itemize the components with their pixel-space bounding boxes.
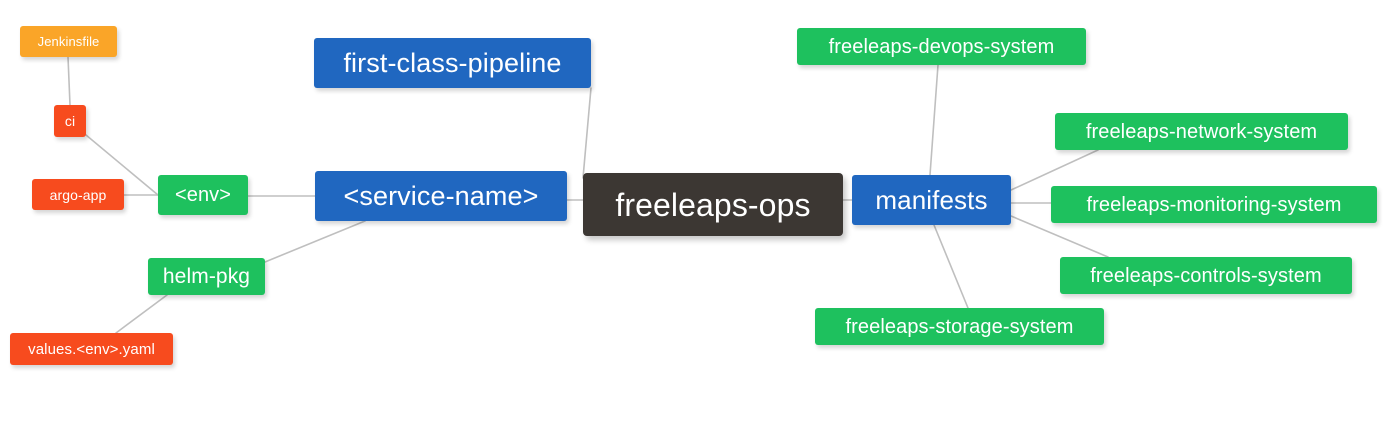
mindmap-node-helm-pkg[interactable]: helm-pkg xyxy=(148,258,265,295)
mindmap-node-jenkinsfile[interactable]: Jenkinsfile xyxy=(20,26,117,57)
edge-manifests-to-network-system xyxy=(1010,149,1099,191)
mindmap-node-network-system[interactable]: freeleaps-network-system xyxy=(1055,113,1348,150)
mindmap-node-service-name[interactable]: <service-name> xyxy=(315,171,567,221)
edge-helm-pkg-to-values-yaml xyxy=(115,294,168,334)
mindmap-node-devops-system[interactable]: freeleaps-devops-system xyxy=(797,28,1086,65)
mindmap-node-first-class-pipeline[interactable]: first-class-pipeline xyxy=(314,38,591,88)
edge-service-name-to-first-class-pipeline xyxy=(582,87,592,179)
mindmap-node-freeleaps-ops[interactable]: freeleaps-ops xyxy=(583,173,843,236)
mindmap-node-values-yaml[interactable]: values.<env>.yaml xyxy=(10,333,173,365)
mindmap-node-ci[interactable]: ci xyxy=(54,105,86,137)
edge-service-name-to-helm-pkg xyxy=(264,220,366,263)
edge-manifests-to-devops-system xyxy=(929,64,939,176)
edge-jenkinsfile-to-ci xyxy=(67,56,71,106)
mindmap-node-argo-app[interactable]: argo-app xyxy=(32,179,124,210)
mindmap-node-controls-system[interactable]: freeleaps-controls-system xyxy=(1060,257,1352,294)
mindmap-node-manifests[interactable]: manifests xyxy=(852,175,1011,225)
mindmap-node-monitoring-system[interactable]: freeleaps-monitoring-system xyxy=(1051,186,1377,223)
mindmap-node-env[interactable]: <env> xyxy=(158,175,248,215)
mindmap-node-storage-system[interactable]: freeleaps-storage-system xyxy=(815,308,1104,345)
edge-manifests-to-storage-system xyxy=(933,224,969,309)
